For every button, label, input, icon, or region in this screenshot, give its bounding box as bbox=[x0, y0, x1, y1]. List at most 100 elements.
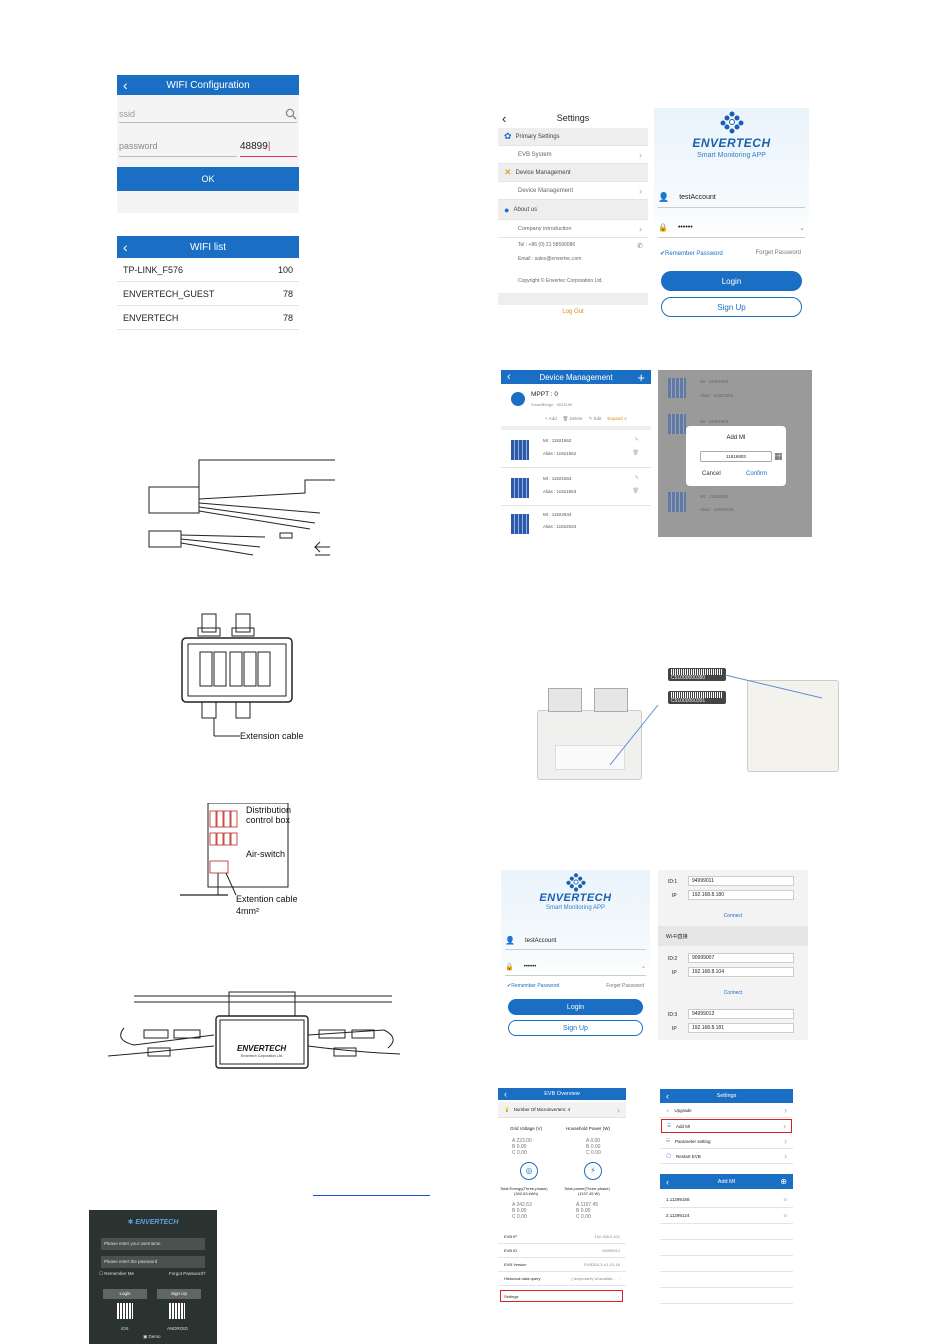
device-mgmt-navbar: ‹ Device Management + bbox=[501, 370, 651, 385]
microinverter-photo-right bbox=[747, 680, 839, 772]
edit-action[interactable]: ✎ Edit bbox=[588, 416, 602, 421]
tel-text: Tel : +86 (0) 21 58590086 bbox=[518, 242, 576, 248]
password-field[interactable]: 🔒 •••••• ⌄ bbox=[658, 218, 805, 238]
delete-icon[interactable]: 🗑 bbox=[632, 488, 639, 494]
solar-panel-icon bbox=[511, 440, 529, 460]
confirm-button[interactable]: Confirm bbox=[746, 471, 768, 477]
device-id-field[interactable]: 94999011 bbox=[688, 876, 794, 886]
dark-remember-checkbox[interactable]: ☐ Remember Me bbox=[99, 1271, 134, 1277]
menu-item-restart-evb[interactable]: ◯ Restart EVB › bbox=[660, 1149, 793, 1164]
ssid-input[interactable]: ssid bbox=[119, 105, 297, 123]
menu-item-evb-system[interactable]: EVB System › bbox=[498, 146, 648, 164]
back-icon[interactable]: ‹ bbox=[504, 1089, 507, 1099]
wifi-list-screen: ‹ WIFI list TP-LINK_F576 100 ENVERTECH_G… bbox=[117, 236, 299, 330]
menu-item-add-mi[interactable]: ☰ Add MI › bbox=[661, 1119, 792, 1133]
forget-password-link[interactable]: Forget Password bbox=[606, 983, 644, 989]
menu-item-parameter-setting[interactable]: ☷ Parameter setting › bbox=[660, 1134, 793, 1149]
password-input[interactable]: 48899| bbox=[240, 141, 297, 157]
menu-item-upgrade[interactable]: ♁ Upgrade › bbox=[660, 1103, 793, 1118]
ip-field[interactable]: 192.168.8.180 bbox=[688, 890, 794, 900]
dark-forgot-link[interactable]: Forgot Password? bbox=[169, 1271, 206, 1276]
energy-icon: ◎ bbox=[520, 1162, 538, 1180]
android-qr-code[interactable] bbox=[169, 1303, 185, 1319]
back-icon[interactable]: ‹ bbox=[666, 1091, 669, 1101]
settings-label: Settings bbox=[504, 1293, 519, 1299]
chevron-down-icon[interactable]: ⌄ bbox=[640, 964, 646, 970]
login-button[interactable]: Login bbox=[661, 271, 802, 291]
demo-link[interactable]: ▣ Demo bbox=[143, 1334, 161, 1340]
remove-icon[interactable]: ⊖ bbox=[783, 1196, 787, 1202]
wifi-network-row[interactable]: ENVERTECH_GUEST 78 bbox=[117, 282, 299, 306]
ip-field[interactable]: 192.168.8.104 bbox=[688, 967, 794, 977]
historical-data-row[interactable]: Historical data query ( temporarily Unav… bbox=[498, 1272, 626, 1286]
forget-password-link[interactable]: Forget Password bbox=[755, 250, 801, 256]
dark-password-input[interactable]: Please enter the password bbox=[101, 1256, 205, 1268]
login-button[interactable]: Login bbox=[508, 999, 643, 1015]
remove-icon[interactable]: ⊖ bbox=[783, 1212, 787, 1218]
ok-button[interactable]: OK bbox=[117, 167, 299, 191]
connect-button[interactable]: Connect bbox=[723, 990, 743, 996]
device-management-label: Device Management bbox=[518, 187, 574, 194]
chevron-right-icon: › bbox=[639, 223, 642, 234]
menu-item-company-intro[interactable]: Company introduction › bbox=[498, 220, 648, 238]
brand-name: ENVERTECH bbox=[539, 892, 612, 904]
list-item[interactable]: 1.11299188 ⊖ bbox=[660, 1192, 793, 1208]
num-microinverters-row[interactable]: 💡 Number Of Microinverters: 4 › bbox=[498, 1102, 626, 1118]
solar-panel-icon bbox=[511, 514, 529, 534]
device-id-field[interactable]: 94999013 bbox=[688, 1009, 794, 1019]
wifi-network-row[interactable]: TP-LINK_F576 100 bbox=[117, 258, 299, 282]
back-icon[interactable]: ‹ bbox=[123, 77, 128, 93]
device-id-label: ID:1 bbox=[668, 879, 678, 885]
wifi-network-row[interactable]: ENVERTECH 78 bbox=[117, 306, 299, 330]
edit-icon[interactable]: ✎ bbox=[634, 437, 639, 443]
delete-action[interactable]: 🗑 Delete bbox=[562, 416, 583, 421]
tel-row[interactable]: Tel : +86 (0) 21 58590086 ✆ bbox=[518, 242, 643, 250]
tools-icon: ✕ bbox=[504, 167, 512, 177]
solar-panel-icon bbox=[668, 492, 686, 512]
ip-field[interactable]: 192.168.8.181 bbox=[688, 1023, 794, 1033]
cancel-button[interactable]: Cancel bbox=[702, 471, 721, 477]
menu-item-device-management[interactable]: Device Management › bbox=[498, 182, 648, 200]
primary-settings-label: Primary Settings bbox=[515, 133, 560, 140]
signup-button[interactable]: Sign Up bbox=[508, 1020, 643, 1036]
list-item[interactable]: MI : 11921563 Alias : 11921563 ✎ 🗑 bbox=[501, 470, 651, 506]
logout-button[interactable]: Log Out bbox=[562, 309, 584, 315]
dark-signup-button[interactable]: Sign Up bbox=[157, 1289, 201, 1299]
add-icon[interactable]: + bbox=[637, 370, 645, 385]
back-icon[interactable]: ‹ bbox=[123, 239, 128, 255]
remember-password-checkbox[interactable]: ✔Remember Password bbox=[507, 983, 559, 989]
back-icon[interactable]: ‹ bbox=[666, 1176, 669, 1187]
password-field[interactable]: 🔒 •••••• ⌄ bbox=[505, 958, 646, 976]
mi-number-input[interactable]: 11916903 bbox=[700, 451, 772, 462]
add-circle-icon[interactable]: ⊕ bbox=[780, 1177, 787, 1186]
device-id-value: 90999007 bbox=[692, 955, 715, 961]
add-action[interactable]: + Add bbox=[545, 416, 557, 421]
connect-button[interactable]: Connect bbox=[723, 913, 743, 919]
list-item[interactable]: MI : 11921562 Alias : 11921562 ✎ 🗑 bbox=[501, 432, 651, 468]
delete-icon[interactable]: 🗑 bbox=[632, 450, 639, 456]
evb-version-label: EVB Version bbox=[504, 1262, 527, 1267]
device-id-field[interactable]: 90999007 bbox=[688, 953, 794, 963]
chevron-down-icon[interactable]: ⌄ bbox=[799, 224, 805, 232]
remember-password-checkbox[interactable]: ✔Remember Password bbox=[660, 250, 723, 257]
dark-username-input[interactable]: Please enter your username bbox=[101, 1238, 205, 1250]
edit-icon[interactable]: ✎ bbox=[634, 475, 639, 481]
list-item[interactable]: 2.11299124 ⊖ bbox=[660, 1208, 793, 1224]
username-field[interactable]: 👤 testAccount bbox=[658, 188, 805, 208]
list-item[interactable]: MI : 11922534 Alias : 11922534 bbox=[501, 508, 651, 537]
dark-login-button[interactable]: Login bbox=[103, 1289, 147, 1299]
about-us-label: About us bbox=[513, 206, 538, 213]
restart-evb-label: Restart EVB bbox=[676, 1153, 701, 1159]
ip-label: IP bbox=[672, 893, 677, 899]
back-icon[interactable]: ‹ bbox=[507, 371, 511, 383]
settings-row[interactable]: Settings › bbox=[500, 1290, 623, 1302]
qr-scan-icon[interactable]: ▦ bbox=[774, 451, 783, 461]
ios-qr-code[interactable] bbox=[117, 1303, 133, 1319]
lock-icon: 🔒 bbox=[505, 963, 514, 971]
signup-button[interactable]: Sign Up bbox=[661, 297, 802, 317]
bg-mi-alias: Alias : 11922635 bbox=[700, 507, 734, 512]
username-field[interactable]: 👤 testAccount bbox=[505, 932, 646, 950]
search-icon[interactable] bbox=[285, 108, 297, 120]
back-icon[interactable]: ‹ bbox=[502, 110, 507, 126]
expand-action[interactable]: Expand ∨ bbox=[607, 416, 628, 421]
